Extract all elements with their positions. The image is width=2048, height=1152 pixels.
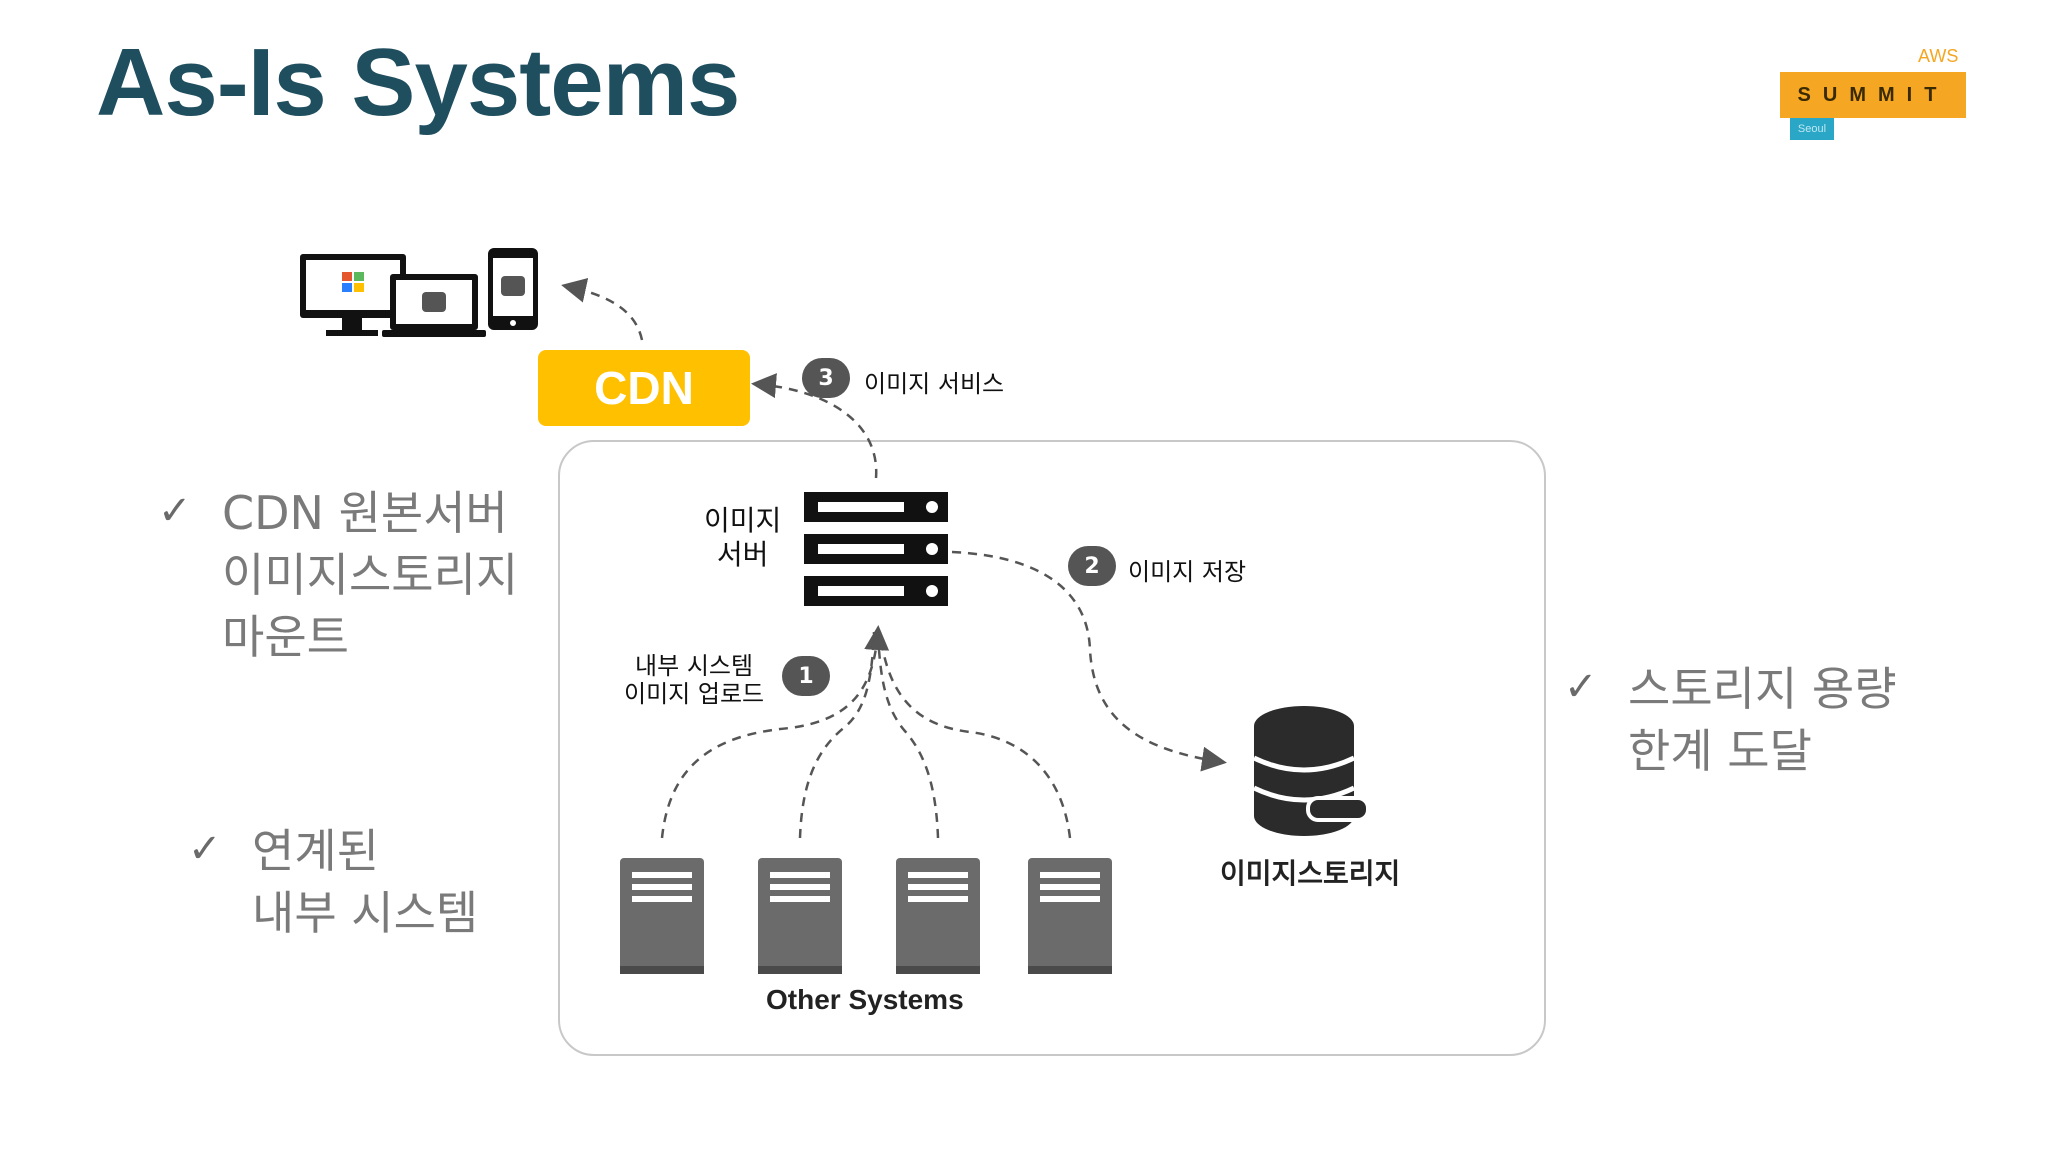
- arrow-system3-to-server: [876, 631, 940, 839]
- desktop-icon: [300, 254, 406, 336]
- storage-label: 이미지스토리지: [1220, 857, 1401, 890]
- server-rack-icon: [804, 492, 948, 606]
- page-title: As-Is Systems: [96, 29, 740, 136]
- other-systems-label: Other Systems: [766, 984, 964, 1015]
- other-systems-servers: [620, 858, 1112, 974]
- client-devices: [300, 248, 538, 337]
- step-2-label: 이미지 저장: [1128, 558, 1247, 586]
- seoul-badge: Seoul: [1790, 118, 1834, 140]
- arrow-cdn-to-devices: [561, 278, 644, 341]
- aws-logo-text: AWS: [1918, 46, 1959, 66]
- bullet-text: CDN 원본서버 이미지스토리지 마운트: [222, 486, 519, 664]
- cdn-box: CDN: [538, 350, 750, 426]
- step-2-badge: 2: [1068, 546, 1116, 586]
- server-icon: [896, 858, 980, 974]
- check-icon: ✓: [1564, 664, 1598, 710]
- check-icon: ✓: [158, 488, 192, 534]
- step-1-badge: 1: [782, 656, 830, 696]
- summit-logo: SUMMIT: [1780, 72, 1966, 118]
- arrow-server-to-storage: [951, 550, 1227, 772]
- arrow-server-to-cdn: [751, 373, 878, 479]
- arrow-system4-to-server: [878, 631, 1072, 839]
- server-icon: [620, 858, 704, 974]
- server-icon: [1028, 858, 1112, 974]
- laptop-icon: [382, 274, 486, 337]
- image-server-label: 이미지 서버: [704, 504, 782, 571]
- database-icon: [1252, 706, 1370, 836]
- system-boundary: [558, 440, 1546, 1056]
- bullet-text: 연계된 내부 시스템: [252, 824, 479, 940]
- server-icon: [758, 858, 842, 974]
- bullet-text: 스토리지 용량 한계 도달: [1628, 662, 1897, 778]
- step-1-label: 내부 시스템 이미지 업로드: [624, 652, 765, 708]
- step-3-label: 이미지 서비스: [864, 370, 1005, 398]
- check-icon: ✓: [188, 826, 222, 872]
- tablet-icon: [488, 248, 538, 330]
- step-3-badge: 3: [802, 358, 850, 398]
